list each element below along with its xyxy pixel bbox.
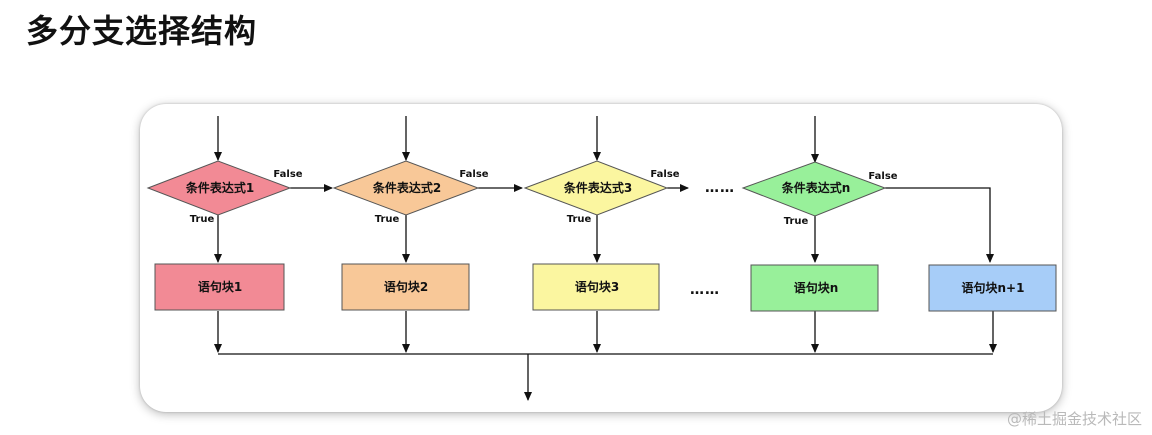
ellipsis-blocks: ……	[690, 282, 720, 298]
block-3: 语句块3	[532, 263, 660, 311]
block-2: 语句块2	[341, 263, 470, 311]
diagram-card: 条件表达式1 条件表达式2 条件表达式3 条件表达式n 语句块1 语句块2 语句…	[140, 104, 1062, 412]
condition-n: 条件表达式n	[741, 161, 887, 217]
condition-n-label: 条件表达式n	[781, 180, 851, 195]
condition-3: 条件表达式3	[523, 160, 669, 216]
false-label-2: False	[459, 169, 488, 180]
flowchart: 条件表达式1 条件表达式2 条件表达式3 条件表达式n 语句块1 语句块2 语句…	[146, 116, 1057, 401]
true-label-n: True	[784, 216, 809, 227]
block-n-label: 语句块n	[794, 280, 839, 295]
page-title: 多分支选择结构	[26, 12, 258, 50]
false-label-3: False	[650, 169, 679, 180]
condition-2: 条件表达式2	[332, 160, 480, 216]
block-n-plus-1: 语句块n+1	[928, 264, 1057, 312]
condition-1: 条件表达式1	[146, 160, 292, 216]
true-label-2: True	[375, 214, 400, 225]
block-1: 语句块1	[154, 263, 285, 311]
block-n-plus-1-label: 语句块n+1	[962, 280, 1025, 295]
false-label-1: False	[273, 169, 302, 180]
condition-1-label: 条件表达式1	[185, 180, 254, 195]
ellipsis-conditions: ……	[705, 180, 735, 196]
true-label-3: True	[567, 214, 592, 225]
condition-2-label: 条件表达式2	[372, 180, 441, 195]
true-label-1: True	[190, 214, 215, 225]
block-2-label: 语句块2	[384, 279, 428, 294]
block-3-label: 语句块3	[575, 279, 619, 294]
false-label-n: False	[868, 171, 897, 182]
condition-3-label: 条件表达式3	[563, 180, 632, 195]
watermark: @稀土掘金技术社区	[1006, 410, 1142, 428]
block-1-label: 语句块1	[198, 279, 242, 294]
false-arrow-n	[885, 187, 994, 263]
block-n: 语句块n	[750, 264, 879, 312]
